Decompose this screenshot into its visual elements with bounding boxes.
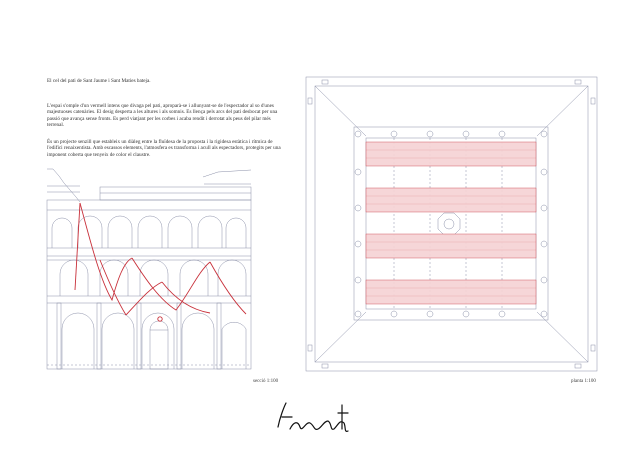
signature-logo [277, 402, 349, 432]
section-caption: secció 1:100 [253, 379, 279, 384]
heading: El cel del pati de Sant Jaume i Sant Mat… [47, 78, 151, 84]
plan-caption: planta 1:100 [571, 379, 596, 384]
description-paragraph-1: L'espai s'omple d'un vermell intens que … [47, 103, 278, 129]
description-paragraph-2: És un projecte senzill que estableix un … [47, 139, 281, 158]
